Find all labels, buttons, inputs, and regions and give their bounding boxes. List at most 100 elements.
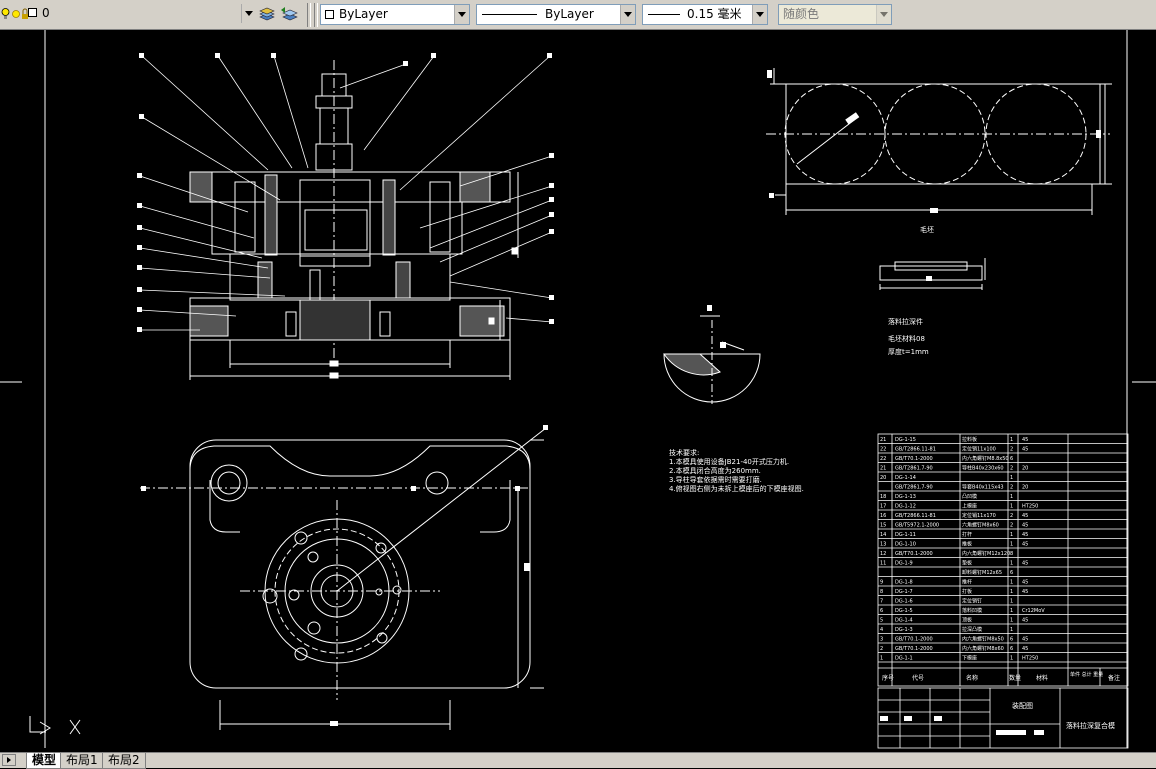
bom-cell: 8 <box>1010 551 1013 557</box>
bom-cell: 6 <box>1010 637 1013 643</box>
bom-cell: 1 <box>1010 656 1013 662</box>
linetype-dropdown[interactable]: ByLayer <box>476 4 636 25</box>
bom-cell: 2 <box>1010 447 1013 453</box>
lightbulb-icon[interactable] <box>1 6 10 23</box>
tab-layout2[interactable]: 布局2 <box>102 753 146 769</box>
bom-cell: DG-1-11 <box>895 532 916 538</box>
bom-cell: 2 <box>880 646 883 652</box>
part-title: 落料拉深件 <box>888 317 923 326</box>
bom-cell: 导柱B40x230x60 <box>962 465 1004 472</box>
bom-cell: GB/T70.1-2000 <box>895 456 933 462</box>
svg-text:材料: 材料 <box>1036 674 1048 682</box>
chevron-down-icon <box>876 5 891 24</box>
bom-cell: 定位销11x100 <box>962 446 996 453</box>
chevron-down-icon[interactable] <box>241 4 256 23</box>
lineweight-value: 0.15 毫米 <box>687 7 742 21</box>
lock-icon[interactable] <box>21 6 29 23</box>
plan-view <box>140 425 548 730</box>
layer-previous-icon[interactable] <box>280 6 298 23</box>
bom-cell: 6 <box>880 608 883 614</box>
bom-cell: 2 <box>1010 466 1013 472</box>
tech-line: 1.本模具使用设备JB21-40开式压力机. <box>669 457 789 466</box>
bom-cell: GB/T2861.7-90 <box>895 485 933 491</box>
svg-text:名称: 名称 <box>966 674 978 682</box>
toolbar-separator <box>314 3 318 27</box>
bom-cell: 45 <box>1022 447 1028 453</box>
bom-cell: 16 <box>880 513 886 519</box>
bom-cell: DG-1-7 <box>895 589 913 595</box>
bom-cell: 1 <box>1010 589 1013 595</box>
bom-cell: GB/T2866.11-81 <box>895 513 936 519</box>
bom-cell: GB/T70.1-2000 <box>895 637 933 643</box>
bom-cell: DG-1-13 <box>895 494 916 500</box>
section-view <box>189 60 519 380</box>
bom-cell: 9 <box>880 580 883 586</box>
svg-text:备注: 备注 <box>1108 674 1120 682</box>
leader-lines <box>139 55 553 331</box>
linetype-value: ByLayer <box>545 7 594 21</box>
bom-cell: DG-1-8 <box>895 580 913 586</box>
layer-color-swatch <box>28 8 37 17</box>
bom-cell: GB/T2866.11-81 <box>895 447 936 453</box>
bom-cell: 导套B40x115x43 <box>962 484 1004 491</box>
material-note: 毛坯材料08 <box>888 334 925 343</box>
bom-cell: 内六角螺钉M8x50 <box>962 636 1004 643</box>
bom-cell: 22 <box>880 447 886 453</box>
layer-name: 0 <box>42 6 50 20</box>
tech-line: 4.俯视图右侧为未拆上模座后的下模座视图. <box>669 484 804 493</box>
lineweight-preview <box>648 14 680 15</box>
properties-toolbar: 0 ByLayer ByLayer 0.15 毫米 随颜色 <box>0 0 1156 30</box>
bom-cell: DG-1-9 <box>895 561 913 567</box>
bom-cell: 13 <box>880 542 886 548</box>
thickness-note: 厚度t=1mm <box>888 347 929 356</box>
part-side-view <box>879 258 986 290</box>
bom-cell: 45 <box>1022 618 1028 624</box>
bom-cell: 20 <box>1022 485 1028 491</box>
bom-cell: 45 <box>1022 523 1028 529</box>
plotstyle-dropdown: 随颜色 <box>778 4 892 25</box>
bom-cell: 5 <box>880 618 883 624</box>
chevron-down-icon[interactable] <box>752 5 767 24</box>
lineweight-dropdown[interactable]: 0.15 毫米 <box>642 4 768 25</box>
bom-cell: 21 <box>880 466 886 472</box>
bom-cell: 45 <box>1022 437 1028 443</box>
bom-cell: DG-1-15 <box>895 437 916 443</box>
bom-cell: 拉料板 <box>962 436 977 443</box>
bom-cell: 6 <box>1010 456 1013 462</box>
bom-cell: 1 <box>1010 618 1013 624</box>
bom-cell: 打杆 <box>962 531 972 538</box>
bom-cell: 1 <box>1010 475 1013 481</box>
tab-layout1[interactable]: 布局1 <box>60 753 104 769</box>
bom-cell: 2 <box>1010 523 1013 529</box>
tab-nav-next-icon[interactable] <box>2 754 16 766</box>
bom-cell: 卸料螺钉M12x65 <box>962 569 1002 576</box>
chevron-down-icon[interactable] <box>620 5 635 24</box>
color-value: ByLayer <box>339 7 388 21</box>
tab-model[interactable]: 模型 <box>26 753 63 769</box>
chevron-down-icon[interactable] <box>454 5 469 24</box>
bom-cell: 20 <box>1022 466 1028 472</box>
toolbar-separator <box>307 3 311 27</box>
bom-cell: 21 <box>880 437 886 443</box>
bom-cell: 上模座 <box>962 503 977 510</box>
tech-title: 技术要求: <box>669 448 699 457</box>
bom-cell: 1 <box>1010 599 1013 605</box>
bom-cell: 45 <box>1022 589 1028 595</box>
bom-cell: DG-1-3 <box>895 627 913 633</box>
title-name: 落料拉深复合模 <box>1066 721 1115 730</box>
svg-text:数量: 数量 <box>1009 674 1021 682</box>
strip-layout <box>766 68 1112 215</box>
layers-icon[interactable] <box>258 6 276 23</box>
drawing-canvas[interactable]: 毛坯 落料拉深件 毛坯材料08 厚度t=1mm 技术要求: 1.本模具使用设备J… <box>0 30 1156 752</box>
bom-cell: 1 <box>1010 580 1013 586</box>
bom-cell: 17 <box>880 504 886 510</box>
bom-cell: 45 <box>1022 637 1028 643</box>
sun-icon[interactable] <box>10 6 22 23</box>
layer-dropdown[interactable]: 0 <box>28 4 256 25</box>
bom-cell: 45 <box>1022 513 1028 519</box>
bom-cell: 内六角螺钉M12x120 <box>962 550 1010 557</box>
bom-cell: 内六角螺钉M8.8x50 <box>962 455 1009 462</box>
bom-cell: 45 <box>1022 561 1028 567</box>
bom-cell: GB/T5972.1-2000 <box>895 523 939 529</box>
color-dropdown[interactable]: ByLayer <box>320 4 470 25</box>
